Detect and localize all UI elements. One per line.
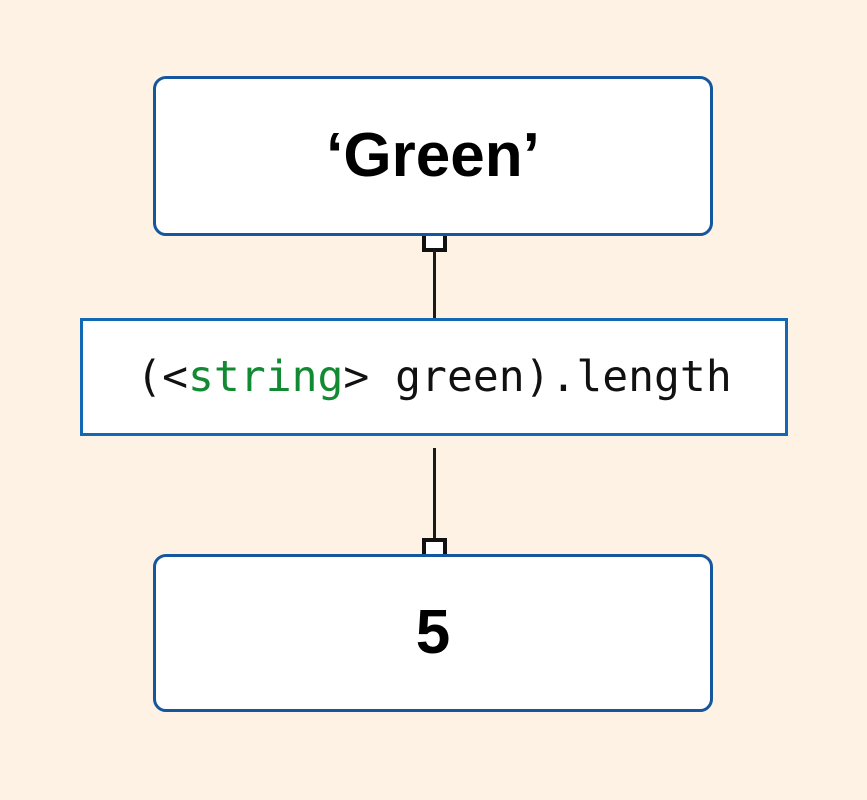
expression-token-type: string [188, 351, 344, 402]
node-shadow [158, 706, 708, 717]
node-expression[interactable]: (<string> green).length [79, 318, 789, 445]
node-input-value-label: ‘Green’ [326, 121, 540, 190]
node-shadow [79, 433, 789, 445]
node-result-value[interactable]: 5 [153, 554, 713, 717]
expression-token-open: (< [136, 351, 189, 402]
node-input-value[interactable]: ‘Green’ [153, 76, 713, 241]
connector-line-bottom [433, 448, 436, 544]
connector-line-top [433, 250, 436, 320]
expression-token-rest: > green).length [343, 351, 732, 402]
socket-connector-bottom-in [422, 538, 447, 555]
node-result-value-label: 5 [415, 598, 451, 667]
node-expression-label: (<string> green).length [136, 355, 731, 399]
